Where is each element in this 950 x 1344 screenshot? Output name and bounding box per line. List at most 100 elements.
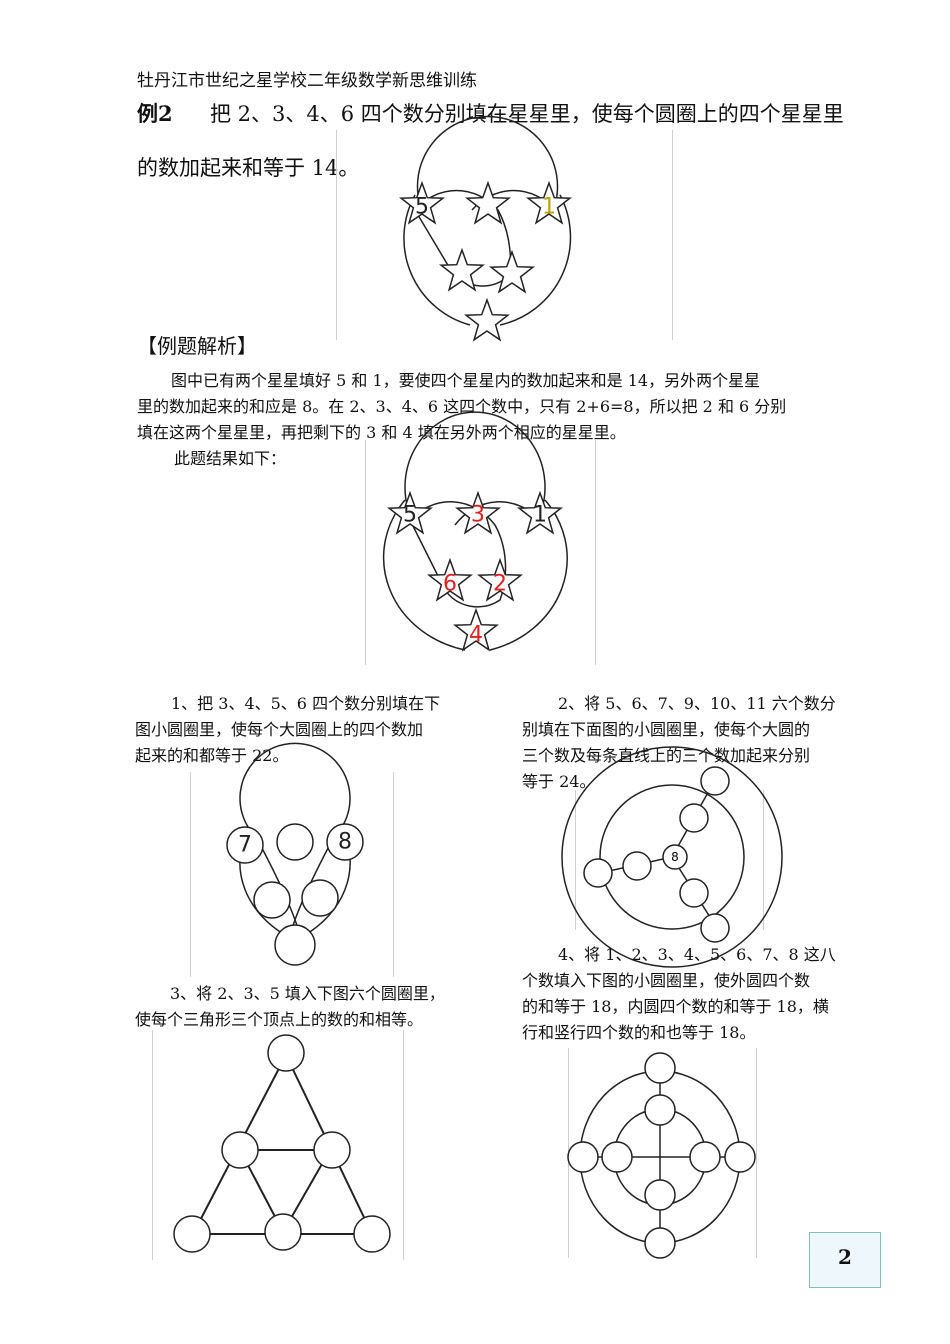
result-right-circle <box>489 499 568 651</box>
result-mid-left: 6 <box>443 572 457 597</box>
problem-2-line-3: 三个数及每条直线上的三个数加起来分别 <box>522 746 811 765</box>
p1-small-circle <box>274 924 316 966</box>
result-left-circle <box>382 499 466 651</box>
top-circle <box>416 115 559 206</box>
p2-small-circle <box>622 851 652 881</box>
p1-small-circle <box>226 826 264 864</box>
result-top-circle <box>404 411 546 516</box>
p2-outer-circle <box>561 746 783 968</box>
p4-circle <box>601 1141 633 1173</box>
star-shape <box>526 180 572 225</box>
p1-small-circle <box>253 881 291 919</box>
frame-line <box>672 130 673 340</box>
p2-small-circle <box>679 878 709 908</box>
problem-4-line-4: 行和竖行四个数的和也等于 18。 <box>522 1023 756 1042</box>
page-header: 牡丹江市世纪之星学校二年级数学新思维训练 <box>137 71 477 91</box>
p3-circle <box>173 1215 211 1253</box>
example-line-1: 例2 把 2、3、4、6 四个数分别填在星星里，使每个圆圈上的四个星星里 <box>137 98 844 130</box>
given-left: 5 <box>415 195 429 220</box>
frame-line <box>365 440 366 665</box>
frame-line <box>190 772 191 977</box>
result-left: 5 <box>403 503 417 528</box>
p4-circle <box>644 1052 676 1084</box>
p4-circle <box>644 1179 676 1211</box>
p1-small-circle <box>326 823 364 861</box>
p4-circle <box>567 1141 599 1173</box>
frame-line <box>575 790 576 930</box>
frame-line <box>763 790 764 930</box>
p2-small-circle <box>700 766 730 796</box>
result-right: 1 <box>533 503 547 528</box>
p2-center-circle <box>662 844 688 870</box>
p1-small-circle <box>301 879 339 917</box>
p1-given-right: 8 <box>338 830 352 855</box>
p2-middle-circle <box>599 784 745 930</box>
p3-circle <box>353 1215 391 1253</box>
star-shape <box>453 607 499 652</box>
result-bottom: 4 <box>469 623 483 648</box>
p1-small-circle <box>276 823 314 861</box>
inner-left-circle <box>414 189 512 287</box>
p2-small-circle <box>679 803 709 833</box>
result-mid-right: 2 <box>493 572 507 597</box>
result-inner-circle <box>409 501 507 608</box>
star-shape <box>427 557 473 602</box>
star-shape <box>387 490 433 535</box>
star-shape <box>439 247 485 292</box>
p2-small-circle <box>700 913 730 943</box>
p3-circle <box>221 1131 259 1169</box>
example-question-1: 把 2、3、4、6 四个数分别填在星星里，使每个圆圈上的四个星星里 <box>210 102 844 126</box>
left-circle <box>403 194 471 326</box>
frame-line <box>595 440 596 665</box>
p4-circle <box>724 1141 756 1173</box>
problem-1-line-3: 起来的和都等于 22。 <box>135 746 289 765</box>
p1-given-left: 7 <box>238 833 252 858</box>
star-shape <box>465 180 511 225</box>
frame-line <box>152 1030 153 1260</box>
star-shape <box>489 249 535 294</box>
problem-4-line-3: 的和等于 18，内圆四个数的和等于 18，横 <box>522 997 829 1016</box>
analysis-line-2: 里的数加起来的和应是 8。在 2、3、4、6 这四个数中，只有 2+6=8，所以… <box>137 397 787 416</box>
analysis-line-1: 图中已有两个星星填好 5 和 1，要使四个星星内的数加起来和是 14，另外两个星… <box>171 371 761 390</box>
p4-circle <box>644 1227 676 1259</box>
p1-top-circle <box>239 742 351 831</box>
page-number: 2 <box>838 1245 852 1269</box>
result-intro: 此题结果如下： <box>174 449 287 468</box>
frame-line <box>393 772 394 977</box>
p2-center-value: 8 <box>671 850 679 864</box>
right-circle <box>499 194 572 326</box>
problem-4-line-1: 4、将 1、2、3、4、5、6、7、8 这八 <box>558 945 836 964</box>
p3-circle <box>313 1131 351 1169</box>
star-shape <box>477 557 523 602</box>
problem-1-line-1: 1、把 3、4、5、6 四个数分别填在下 <box>171 694 441 713</box>
frame-line <box>336 130 337 340</box>
analysis-title: 【例题解析】 <box>137 334 257 358</box>
p2-small-circle <box>583 858 613 888</box>
problem-1-line-2: 图小圆圈里，使每个大圆圈上的四个数加 <box>135 720 424 739</box>
given-right: 1 <box>542 195 556 220</box>
analysis-line-3: 填在这两个星星里，再把剩下的 3 和 4 填在另外两个相应的星星里。 <box>137 423 626 442</box>
p4-circle <box>644 1094 676 1126</box>
problem-3-line-1: 3、将 2、3、5 填入下图六个圆圈里， <box>170 984 445 1003</box>
star-shape <box>517 490 563 535</box>
example-question-2: 的数加起来和等于 14。 <box>137 156 360 180</box>
star-shape <box>464 297 510 342</box>
page-number-badge: 2 <box>809 1232 881 1288</box>
p3-circle <box>267 1034 305 1072</box>
problem-2-line-2: 别填在下面图的小圆圈里，使每个大圆的 <box>522 720 811 739</box>
p3-circle <box>264 1213 302 1251</box>
problem-3-line-2: 使每个三角形三个顶点上的数的和相等。 <box>135 1010 424 1029</box>
frame-line <box>756 1048 757 1258</box>
result-top: 3 <box>471 503 485 528</box>
star-shape <box>455 490 501 535</box>
example-label: 例2 <box>137 101 173 126</box>
problem-4-line-2: 个数填入下图的小圆圈里，使外圆四个数 <box>522 971 811 990</box>
star-shape <box>399 180 445 225</box>
p4-circle <box>689 1141 721 1173</box>
